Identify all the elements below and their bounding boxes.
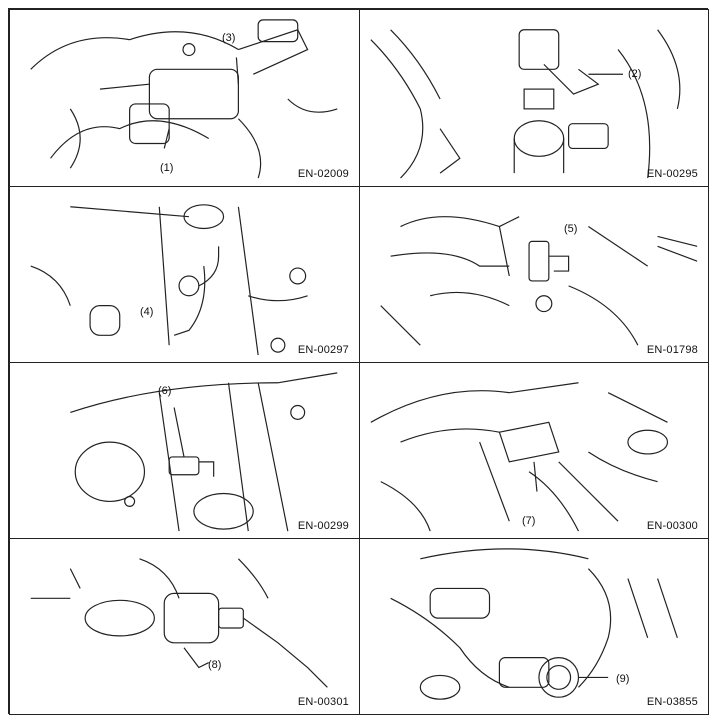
figure-code: EN-02009 bbox=[297, 168, 349, 180]
engine-illustration-1 bbox=[30, 19, 338, 179]
engine-illustration-5 bbox=[70, 372, 338, 532]
figure-code: EN-01798 bbox=[646, 344, 698, 356]
engine-illustration-4 bbox=[380, 216, 698, 346]
callout-4: (4) bbox=[140, 306, 154, 318]
engine-illustration-2 bbox=[370, 29, 681, 179]
engine-illustration-7 bbox=[30, 558, 328, 688]
callout-3: (3) bbox=[222, 32, 236, 44]
panel-1: (1) (3) EN-02009 bbox=[9, 9, 360, 187]
engine-illustration-8 bbox=[390, 548, 678, 700]
figure-code: EN-00301 bbox=[297, 696, 349, 708]
engine-illustration-6 bbox=[370, 382, 669, 532]
illustration-grid: (1) (3) EN-02009 (2) EN-00295 bbox=[8, 8, 709, 715]
callout-8: (8) bbox=[208, 659, 222, 671]
panel-5: (6) EN-00299 bbox=[9, 362, 360, 539]
panel-3: (4) EN-00297 bbox=[9, 186, 360, 363]
callout-6: (6) bbox=[158, 385, 172, 397]
panel-2: (2) EN-00295 bbox=[359, 9, 709, 187]
panel-4: (5) EN-01798 bbox=[359, 186, 709, 363]
callout-2: (2) bbox=[628, 68, 642, 80]
figure-code: EN-03855 bbox=[646, 696, 698, 708]
callout-1: (1) bbox=[160, 162, 174, 174]
figure-code: EN-00299 bbox=[297, 520, 349, 532]
figure-code: EN-00300 bbox=[646, 520, 698, 532]
figure-code: EN-00297 bbox=[297, 344, 349, 356]
panel-8: (9) EN-03855 bbox=[359, 538, 709, 715]
panel-7: (8) EN-00301 bbox=[9, 538, 360, 715]
engine-illustration-3 bbox=[30, 204, 308, 356]
callout-9: (9) bbox=[616, 673, 630, 685]
callout-5: (5) bbox=[564, 223, 578, 235]
callout-7: (7) bbox=[522, 515, 536, 527]
panel-6: (7) EN-00300 bbox=[359, 362, 709, 539]
figure-code: EN-00295 bbox=[646, 168, 698, 180]
